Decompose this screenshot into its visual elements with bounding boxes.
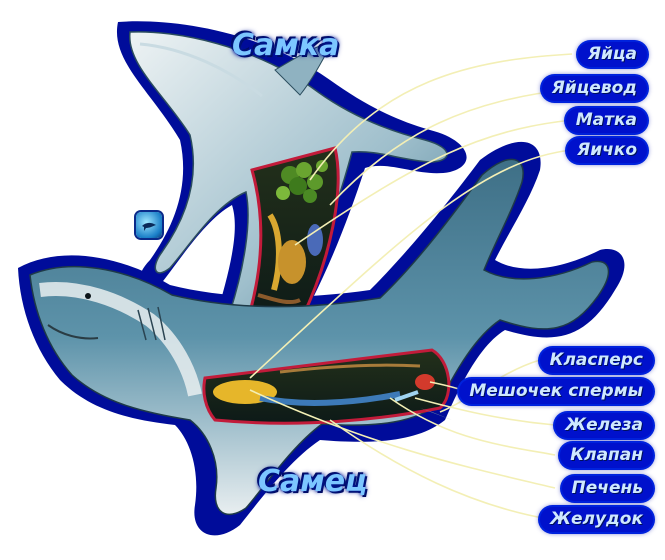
- label-gland: Железа: [555, 413, 653, 438]
- female-eggs: [276, 160, 328, 203]
- label-testis: Яичко: [567, 138, 647, 163]
- female-shark: [129, 31, 448, 333]
- male-clasper: [420, 408, 452, 420]
- label-eggs: Яйца: [577, 42, 647, 67]
- male-title: Самец: [258, 464, 368, 499]
- label-oviduct: Яйцевод: [541, 76, 647, 101]
- shark-navigation-icon[interactable]: [136, 212, 162, 238]
- label-sperm-sac: Мешочек спермы: [459, 379, 653, 404]
- label-uterus: Матка: [565, 108, 647, 133]
- female-testis-like-organ: [307, 224, 323, 256]
- leader-lines: [249, 53, 573, 520]
- shark-glyph-icon: [142, 222, 156, 231]
- male-shark: [29, 158, 610, 516]
- female-title: Самка: [232, 28, 340, 63]
- female-uterus: [278, 240, 306, 284]
- female-oviduct: [267, 213, 282, 291]
- label-liver: Печень: [561, 476, 653, 501]
- label-clasper: Класперс: [539, 348, 653, 373]
- label-stomach: Желудок: [540, 507, 653, 532]
- label-valve: Клапан: [560, 443, 653, 468]
- male-sperm-sac: [415, 374, 435, 390]
